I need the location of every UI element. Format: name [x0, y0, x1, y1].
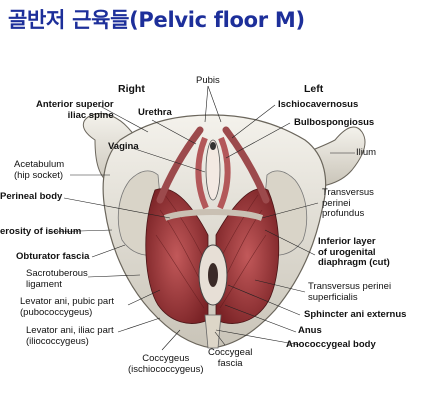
label-vagina: Vagina — [108, 141, 139, 152]
transversus-perinei — [163, 209, 264, 221]
label-urethra: Urethra — [138, 107, 172, 118]
label-transversus-perinei-profundus: Transversus perinei profundus — [322, 187, 374, 219]
label-right: Right — [118, 83, 145, 95]
coccyx — [204, 314, 222, 349]
label-pubis: Pubis — [196, 75, 220, 86]
label-sacrotuberous-ligament: Sacrotuberous ligament — [26, 268, 88, 290]
label-sphincter-ani-externus: Sphincter ani externus — [304, 309, 407, 320]
label-acetabulum: Acetabulum (hip socket) — [14, 159, 65, 181]
label-tuberosity-of-ischium: erosity of ischium — [0, 226, 82, 237]
label-perineal-body: Perineal body — [0, 191, 63, 202]
label-left: Left — [304, 83, 324, 95]
label-transversus-perinei-superficialis: Transversus perinei superficialis — [308, 281, 392, 303]
label-levator-ani-pubic: Levator ani, pubic part (pubococcygeus) — [20, 296, 115, 318]
page-title: 골반저 근육들(Pelvic floor M) — [8, 8, 305, 32]
label-anterior-superior-iliac-spine: Anterior superior iliac spine — [36, 99, 114, 121]
anus — [208, 263, 218, 287]
label-anus: Anus — [298, 325, 322, 336]
label-bulbospongiosus: Bulbospongiosus — [294, 117, 375, 128]
label-anococcygeal-body: Anococcygeal body — [286, 339, 376, 350]
bulbospongiosus — [195, 136, 209, 210]
leader-lines — [47, 85, 355, 351]
label-obturator-fascia: Obturator fascia — [16, 251, 90, 262]
vagina-opening — [205, 139, 221, 201]
label-ilium: Ilium — [356, 147, 377, 158]
pelvis-drawing — [47, 85, 366, 351]
label-levator-ani-iliac: Levator ani, iliac part (iliococcygeus) — [26, 325, 114, 347]
label-ischiocavernosus: Ischiocavernosus — [278, 99, 359, 110]
label-coccygeus: Coccygeus (ischiococcygeus) — [128, 353, 204, 375]
levator-ani-left — [145, 188, 209, 324]
pelvic-floor-illustration: Right Left Pubis Anterior superior iliac… — [0, 60, 423, 400]
label-coccygeal-fascia: Coccygeal fascia — [208, 347, 253, 369]
label-inferior-layer: Inferior layer of urogenital diaphragm (… — [318, 236, 390, 268]
